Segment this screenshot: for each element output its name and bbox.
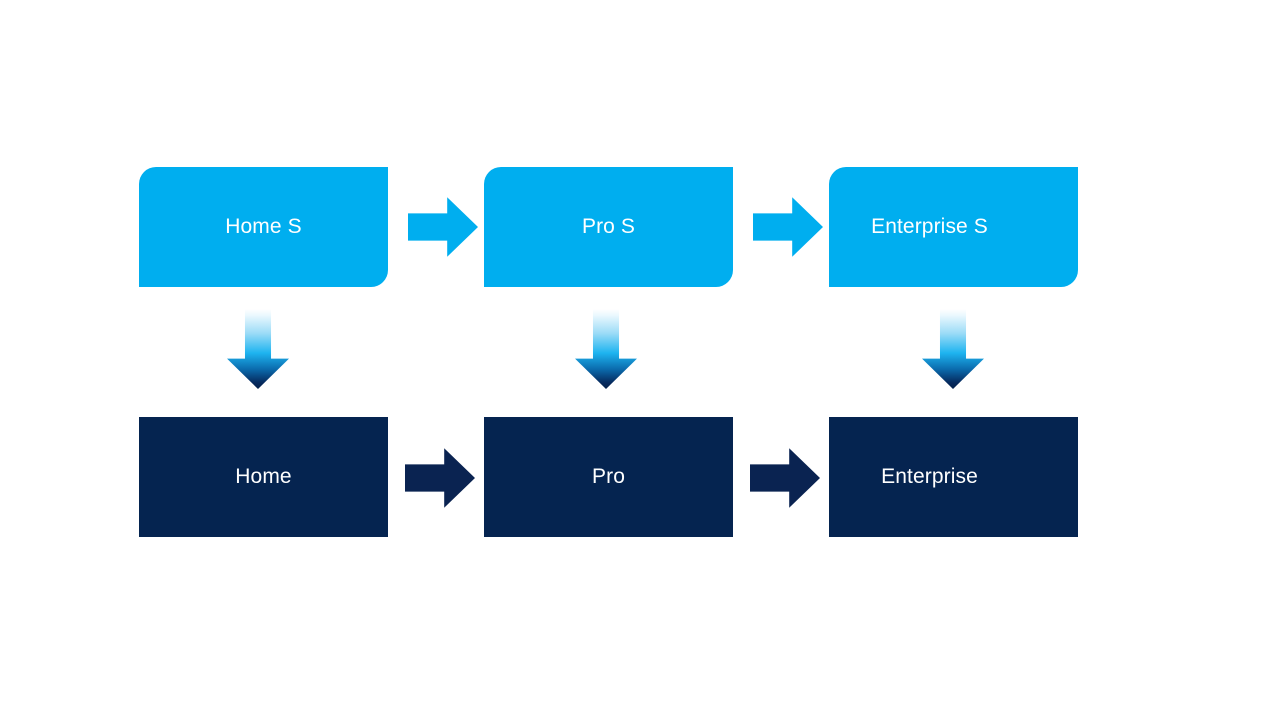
arrow-right-icon-home-s-to-pro-s	[408, 196, 478, 258]
arrow-down-icon-enterprise-s-to-enterprise	[922, 309, 984, 389]
node-home-label: Home	[235, 465, 292, 489]
arrow-right-icon	[750, 448, 820, 508]
node-pro[interactable]: Pro	[484, 417, 733, 537]
node-enterprise[interactable]: Enterprise	[829, 417, 1078, 537]
arrow-right-icon-pro-to-enterprise	[750, 447, 820, 509]
arrow-down-icon	[575, 309, 637, 389]
node-enterprise-label: Enterprise	[881, 465, 978, 489]
arrow-down-icon	[922, 309, 984, 389]
arrow-down-icon-pro-s-to-pro	[575, 309, 637, 389]
node-pro-s[interactable]: Pro S	[484, 167, 733, 287]
node-home-s-label: Home S	[225, 215, 302, 239]
arrow-down-icon	[227, 309, 289, 389]
arrow-right-icon	[753, 197, 823, 257]
node-enterprise-s-label: Enterprise S	[871, 215, 988, 239]
node-home[interactable]: Home	[139, 417, 388, 537]
arrow-right-icon	[405, 448, 475, 508]
arrow-right-icon-home-to-pro	[405, 447, 475, 509]
node-pro-label: Pro	[592, 465, 625, 489]
arrow-right-icon-pro-s-to-enterprise-s	[753, 196, 823, 258]
node-enterprise-s[interactable]: Enterprise S	[829, 167, 1078, 287]
node-home-s[interactable]: Home S	[139, 167, 388, 287]
node-pro-s-label: Pro S	[581, 215, 636, 239]
arrow-down-icon-home-s-to-home	[227, 309, 289, 389]
arrow-right-icon	[408, 197, 478, 257]
